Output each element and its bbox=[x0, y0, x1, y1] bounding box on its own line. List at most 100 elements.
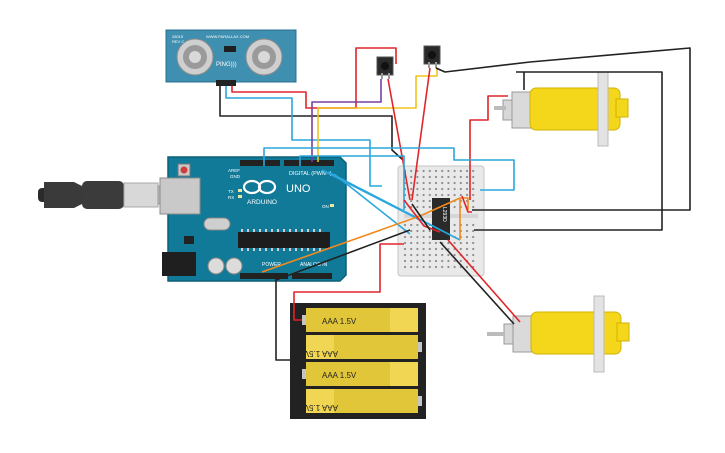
breadboard-hole[interactable] bbox=[453, 241, 456, 245]
breadboard-hole[interactable] bbox=[428, 181, 431, 185]
breadboard-hole[interactable] bbox=[465, 175, 469, 179]
wire-black[interactable] bbox=[411, 203, 431, 231]
wire-red[interactable] bbox=[387, 78, 411, 201]
breadboard-hole[interactable] bbox=[453, 169, 456, 173]
breadboard-hole[interactable] bbox=[441, 181, 444, 185]
breadboard-hole[interactable] bbox=[447, 175, 450, 179]
breadboard-hole[interactable] bbox=[459, 187, 462, 191]
breadboard-hole[interactable] bbox=[472, 199, 475, 203]
breadboard-hole[interactable] bbox=[416, 205, 419, 209]
breadboard-hole[interactable] bbox=[447, 259, 450, 263]
breadboard-hole[interactable] bbox=[472, 175, 475, 179]
breadboard-hole[interactable] bbox=[453, 229, 456, 233]
wire-black[interactable] bbox=[275, 279, 290, 361]
wire-red[interactable] bbox=[403, 199, 441, 233]
breadboard-hole[interactable] bbox=[416, 229, 419, 233]
breadboard-hole[interactable] bbox=[453, 223, 456, 227]
wire-blue[interactable] bbox=[225, 86, 382, 187]
breadboard-hole[interactable] bbox=[434, 187, 438, 191]
power-header[interactable] bbox=[240, 273, 288, 279]
breadboard-hole[interactable] bbox=[403, 253, 407, 257]
wire-blue[interactable] bbox=[327, 171, 461, 241]
breadboard-hole[interactable] bbox=[441, 247, 444, 251]
breadboard-hole[interactable] bbox=[465, 223, 469, 227]
battery-pack[interactable]: AAA 1.5V AAA 1.5V AAA 1.5V AAA 1.5V bbox=[290, 303, 426, 419]
breadboard-hole[interactable] bbox=[472, 241, 475, 245]
breadboard-hole[interactable] bbox=[472, 235, 475, 239]
wire-black[interactable] bbox=[435, 47, 691, 211]
breadboard-hole[interactable] bbox=[422, 175, 425, 179]
breadboard-hole[interactable] bbox=[465, 181, 469, 185]
breadboard-hole[interactable] bbox=[465, 193, 469, 197]
breadboard-hole[interactable] bbox=[403, 265, 407, 269]
breadboard-hole[interactable] bbox=[472, 187, 475, 191]
breadboard-hole[interactable] bbox=[465, 241, 469, 245]
breadboard-hole[interactable] bbox=[422, 241, 425, 245]
breadboard-hole[interactable] bbox=[472, 169, 475, 173]
push-button-left[interactable] bbox=[376, 56, 394, 79]
breadboard-hole[interactable] bbox=[428, 235, 431, 239]
breadboard-hole[interactable] bbox=[410, 199, 413, 203]
breadboard-hole[interactable] bbox=[422, 193, 425, 197]
breadboard-hole[interactable] bbox=[465, 229, 469, 233]
breadboard-hole[interactable] bbox=[447, 193, 450, 197]
breadboard-hole[interactable] bbox=[410, 181, 413, 185]
breadboard-hole[interactable] bbox=[447, 253, 450, 257]
breadboard-hole[interactable] bbox=[410, 253, 413, 257]
wire-red[interactable] bbox=[293, 243, 404, 321]
breadboard-hole[interactable] bbox=[428, 193, 431, 197]
breadboard-hole[interactable] bbox=[410, 235, 413, 239]
breadboard-hole[interactable] bbox=[422, 181, 425, 185]
breadboard-hole[interactable] bbox=[416, 253, 419, 257]
breadboard-hole[interactable] bbox=[428, 229, 431, 233]
breadboard-hole[interactable] bbox=[428, 175, 431, 179]
breadboard-hole[interactable] bbox=[434, 253, 438, 257]
breadboard-hole[interactable] bbox=[410, 223, 413, 227]
breadboard-hole[interactable] bbox=[416, 259, 419, 263]
breadboard-hole[interactable] bbox=[453, 181, 456, 185]
breadboard-hole[interactable] bbox=[441, 187, 444, 191]
wire-yellow[interactable] bbox=[317, 68, 438, 162]
wire-black[interactable] bbox=[219, 86, 404, 161]
breadboard-hole[interactable] bbox=[465, 265, 469, 269]
sensor-pins[interactable] bbox=[216, 80, 236, 86]
breadboard-hole[interactable] bbox=[453, 175, 456, 179]
breadboard-hole[interactable] bbox=[459, 181, 462, 185]
breadboard-hole[interactable] bbox=[434, 175, 438, 179]
wires[interactable] bbox=[219, 47, 691, 361]
breadboard-hole[interactable] bbox=[428, 241, 431, 245]
breadboard-hole[interactable] bbox=[410, 175, 413, 179]
breadboard-hole[interactable] bbox=[453, 187, 456, 191]
breadboard-hole[interactable] bbox=[459, 175, 462, 179]
breadboard-hole[interactable] bbox=[422, 187, 425, 191]
breadboard-hole[interactable] bbox=[422, 265, 425, 269]
wire-black[interactable] bbox=[275, 229, 411, 281]
breadboard-hole[interactable] bbox=[459, 259, 462, 263]
breadboard-hole[interactable] bbox=[416, 199, 419, 203]
breadboard-hole[interactable] bbox=[434, 259, 438, 263]
breadboard-hole[interactable] bbox=[459, 193, 462, 197]
usb-cable[interactable] bbox=[38, 181, 175, 209]
ultrasonic-sensor[interactable]: 28015 REV C WWW.PARALLAX.COM PING))) bbox=[165, 29, 297, 86]
wire-black[interactable] bbox=[439, 241, 515, 325]
breadboard-hole[interactable] bbox=[453, 193, 456, 197]
breadboard-hole[interactable] bbox=[428, 265, 431, 269]
breadboard-hole[interactable] bbox=[422, 169, 425, 173]
breadboard-hole[interactable] bbox=[434, 181, 438, 185]
breadboard-hole[interactable] bbox=[410, 229, 413, 233]
breadboard-hole[interactable] bbox=[403, 223, 407, 227]
breadboard-hole[interactable] bbox=[410, 241, 413, 245]
breadboard-hole[interactable] bbox=[459, 247, 462, 251]
breadboard-hole[interactable] bbox=[403, 235, 407, 239]
wire-black[interactable] bbox=[474, 71, 663, 231]
breadboard-hole[interactable] bbox=[472, 193, 475, 197]
breadboard-hole[interactable] bbox=[447, 241, 450, 245]
arduino-board[interactable]: ARDUINO UNO DIGITAL (PWM~) AREF GND TX R… bbox=[159, 156, 347, 282]
breadboard-hole[interactable] bbox=[410, 187, 413, 191]
breadboard-hole[interactable] bbox=[422, 247, 425, 251]
breadboard-hole[interactable] bbox=[416, 193, 419, 197]
breadboard-hole[interactable] bbox=[416, 241, 419, 245]
breadboard-hole[interactable] bbox=[434, 247, 438, 251]
breadboard-hole[interactable] bbox=[453, 259, 456, 263]
breadboard-hole[interactable] bbox=[441, 265, 444, 269]
